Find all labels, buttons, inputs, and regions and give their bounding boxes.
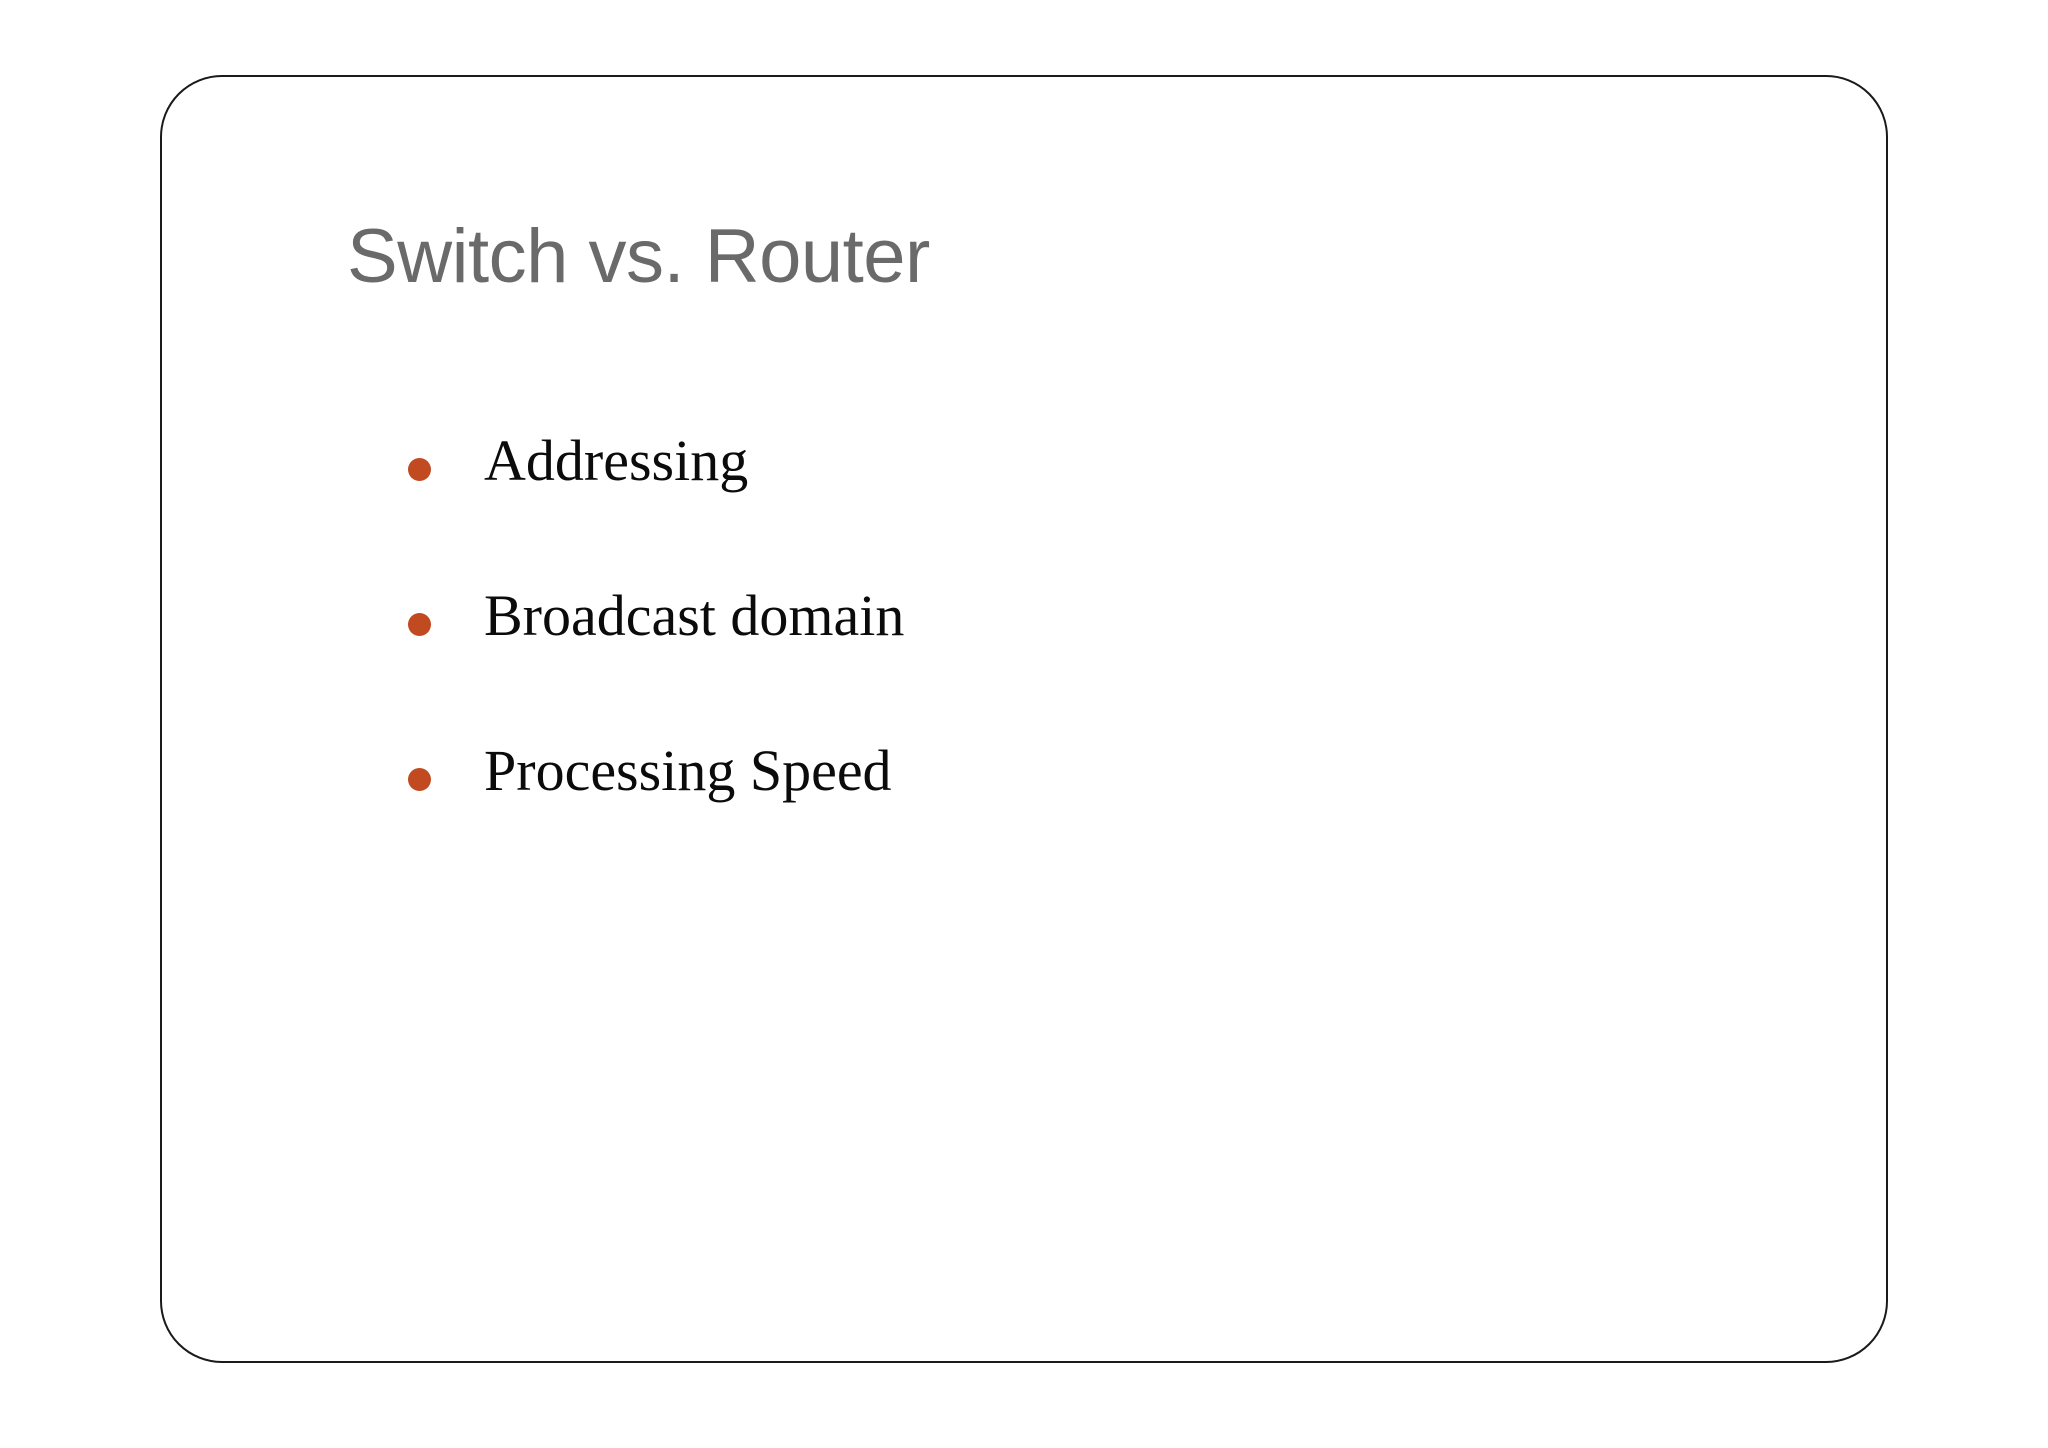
list-item: Broadcast domain	[394, 587, 1694, 742]
list-item: Processing Speed	[394, 742, 1694, 897]
list-item: Addressing	[394, 432, 1694, 587]
slide-frame: Switch vs. Router Addressing Broadcast d…	[160, 75, 1888, 1363]
bullet-dot-icon	[408, 613, 431, 636]
bullet-dot-icon	[408, 458, 431, 481]
bullet-dot-icon	[408, 768, 431, 791]
bullet-list: Addressing Broadcast domain Processing S…	[394, 432, 1694, 897]
list-item-label: Addressing	[484, 428, 749, 493]
list-item-label: Processing Speed	[484, 738, 892, 803]
page-title: Switch vs. Router	[347, 214, 930, 299]
list-item-label: Broadcast domain	[484, 583, 905, 648]
